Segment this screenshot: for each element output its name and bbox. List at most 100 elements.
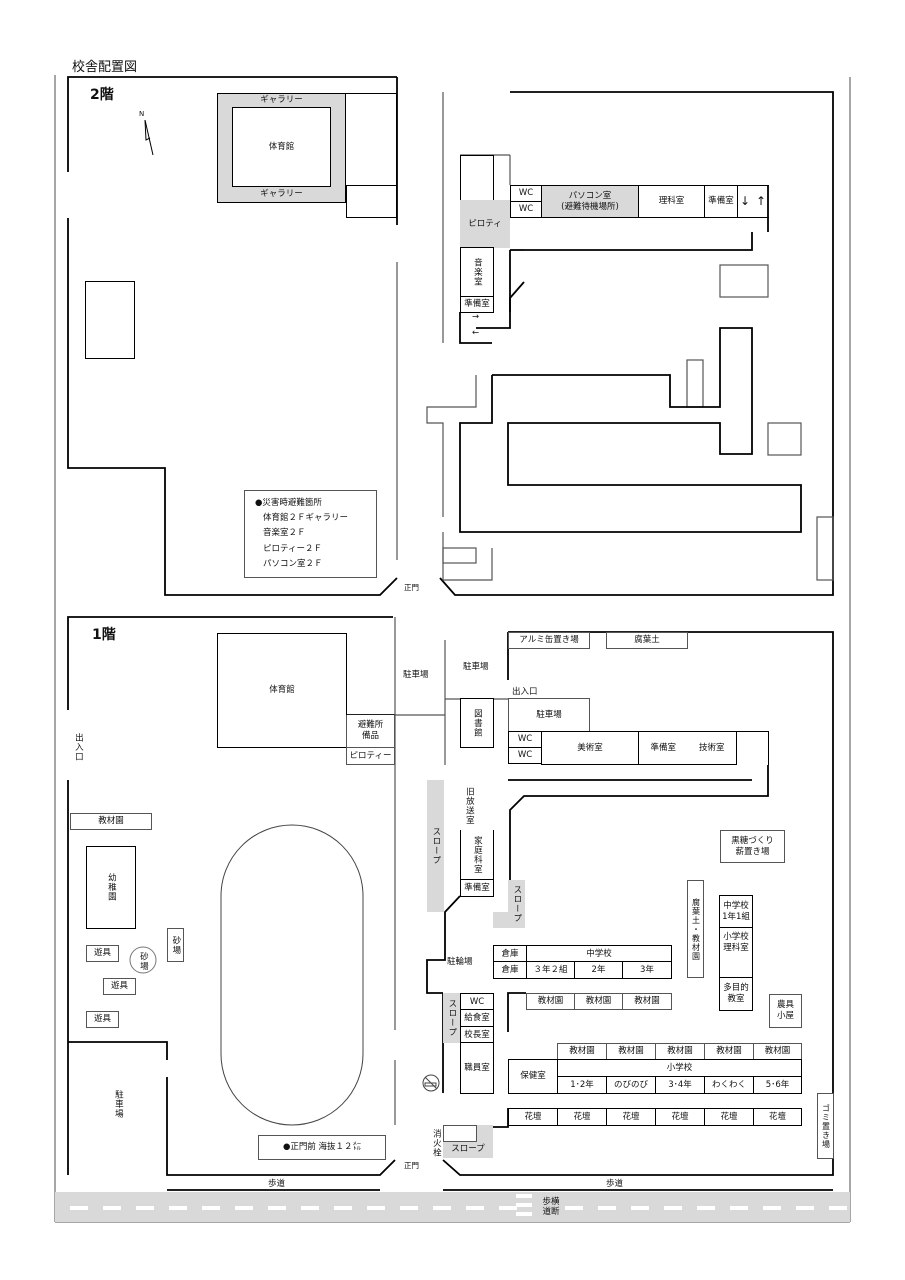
parking-center: 駐車場 xyxy=(403,670,429,680)
brown-sugar-l1: 黒糖づくり xyxy=(731,835,774,846)
north-arrow-icon xyxy=(144,119,154,156)
slope-long: スロープ xyxy=(427,780,444,912)
old-broadcast-room: 旧放送室 xyxy=(464,787,475,825)
garbage-area: ゴミ置き場 xyxy=(817,1093,834,1159)
annex-box-small xyxy=(346,185,397,218)
jhs-class: ３年２組 xyxy=(526,961,575,979)
jhs-1-1-l2: 1年1組 xyxy=(722,912,750,922)
es-class: わくわく xyxy=(704,1076,754,1094)
building-block xyxy=(85,281,135,359)
es-science-l1: 小学校 xyxy=(723,932,749,942)
running-track xyxy=(220,824,364,1126)
garden-jhs: 教材園 xyxy=(574,993,623,1010)
flower-bed: 花壇 xyxy=(606,1108,656,1126)
music-room: 音楽室 xyxy=(460,247,494,298)
es-class: 5･6年 xyxy=(753,1076,802,1094)
infirmary: 保健室 xyxy=(508,1059,558,1094)
gate-1f: 正門 xyxy=(404,1161,419,1170)
es-class: 3･4年 xyxy=(655,1076,705,1094)
floor2-label: 2階 xyxy=(90,87,114,103)
wc-1f-2: WC xyxy=(508,747,542,764)
sandbox-circle xyxy=(129,946,157,974)
science-room: 理科室 xyxy=(638,185,705,218)
leaf-mold-garden: 腐葉土・教材園 xyxy=(687,880,704,978)
wc-2f-2: WC xyxy=(510,201,542,218)
evac-supplies: 避難所備品 xyxy=(346,715,395,748)
gym-2f: 体育館 xyxy=(232,107,331,187)
arrow-up-icon: ↑ xyxy=(756,194,767,208)
road xyxy=(55,1192,850,1222)
north-label: N xyxy=(139,110,145,118)
entrance-top: 出入口 xyxy=(512,687,538,697)
flower-bed: 花壇 xyxy=(753,1108,802,1126)
gate-2f: 正門 xyxy=(404,583,419,592)
entrance-left: 出入口 xyxy=(73,733,84,762)
science-prep: 準備室 xyxy=(704,185,738,218)
wc-1f-1: WC xyxy=(508,731,542,748)
parking-left: 駐車場 xyxy=(113,1090,124,1119)
leaf-mold-top: 腐葉土 xyxy=(606,632,688,649)
slope-mid: スロープ xyxy=(508,880,525,928)
prep-tech-room: 準備室 技術室 xyxy=(638,731,737,765)
flower-bed: 花壇 xyxy=(508,1108,558,1126)
evac-title: ●災害時避難箇所 xyxy=(255,497,322,508)
es-class: のびのび xyxy=(606,1076,656,1094)
multipurpose-room: 多目的 教室 xyxy=(719,977,753,1011)
jhs-class: 2年 xyxy=(574,961,623,979)
playground-equipment: 遊具 xyxy=(86,945,119,962)
jhs-class: 3年 xyxy=(622,961,672,979)
tool-shed-label: 農具小屋 xyxy=(776,1000,794,1021)
sandbox-rect: 砂場 xyxy=(167,928,184,962)
evac-item: パソコン室２Ｆ xyxy=(263,558,323,569)
upper-room xyxy=(460,155,494,201)
home-ec-prep: 準備室 xyxy=(460,879,494,897)
garden-es: 教材園 xyxy=(753,1043,802,1060)
art-room: 美術室 xyxy=(541,731,639,765)
stairs-1f xyxy=(736,731,769,765)
crosswalk-l2: 道断 xyxy=(542,1207,560,1217)
kindergarten: 幼稚園 xyxy=(86,846,136,929)
floor1-label: 1階 xyxy=(92,627,116,643)
stairs-2f: ↓ ↑ xyxy=(737,185,769,218)
garden-left: 教材園 xyxy=(70,813,152,830)
piloti-1f: ピロティー xyxy=(346,747,395,765)
es-science-l2: 理科室 xyxy=(723,942,749,953)
pc-room-label: パソコン室 xyxy=(568,190,612,201)
gallery-top: ギャラリー xyxy=(260,95,303,106)
music-prep: 準備室 xyxy=(460,296,494,313)
bicycle-parking: 駐輪場 xyxy=(447,957,473,967)
wc-2f-1: WC xyxy=(510,185,542,202)
aluminum-can-area: アルミ缶置き場 xyxy=(508,632,590,649)
sidewalk-left: 歩道 xyxy=(268,1179,286,1189)
sidewalk-right: 歩道 xyxy=(606,1179,624,1189)
pc-room: パソコン室 (避難待機場所) xyxy=(541,185,639,218)
prep-room: 準備室 xyxy=(650,742,676,753)
library: 図書館 xyxy=(460,698,494,748)
page-title: 校舎配置図 xyxy=(72,60,138,75)
lunch-room: 給食室 xyxy=(460,1009,494,1027)
garden-es: 教材園 xyxy=(557,1043,607,1060)
evac-item: 体育館２Ｆギャラリー xyxy=(263,513,349,524)
annex-box xyxy=(346,93,397,186)
crosswalk-label: 歩横 道断 xyxy=(538,1193,564,1221)
flower-bed: 花壇 xyxy=(655,1108,705,1126)
jhs-1-1: 中学校 1年1組 xyxy=(719,895,753,929)
garden-es: 教材園 xyxy=(704,1043,754,1060)
flower-bed: 花壇 xyxy=(557,1108,607,1126)
es-class: 1･2年 xyxy=(557,1076,607,1094)
gym-1f: 体育館 xyxy=(217,633,347,748)
multipurpose-l1: 多目的 xyxy=(723,983,749,994)
garden-es: 教材園 xyxy=(655,1043,705,1060)
pc-room-note: (避難待機場所) xyxy=(561,201,619,212)
fire-hydrant xyxy=(443,1125,477,1142)
playground-equipment: 遊具 xyxy=(103,978,136,995)
tech-room: 技術室 xyxy=(698,742,725,753)
flower-bed: 花壇 xyxy=(704,1108,754,1126)
elevation-note: ●正門前 海抜１２㍍ xyxy=(258,1135,386,1160)
parking-right: 駐車場 xyxy=(508,698,590,732)
staff-room: 職員室 xyxy=(460,1042,494,1094)
arrow-down-icon: ↓ xyxy=(739,194,750,208)
arrow-right-icon: → xyxy=(472,312,480,322)
garden-jhs: 教材園 xyxy=(622,993,672,1010)
